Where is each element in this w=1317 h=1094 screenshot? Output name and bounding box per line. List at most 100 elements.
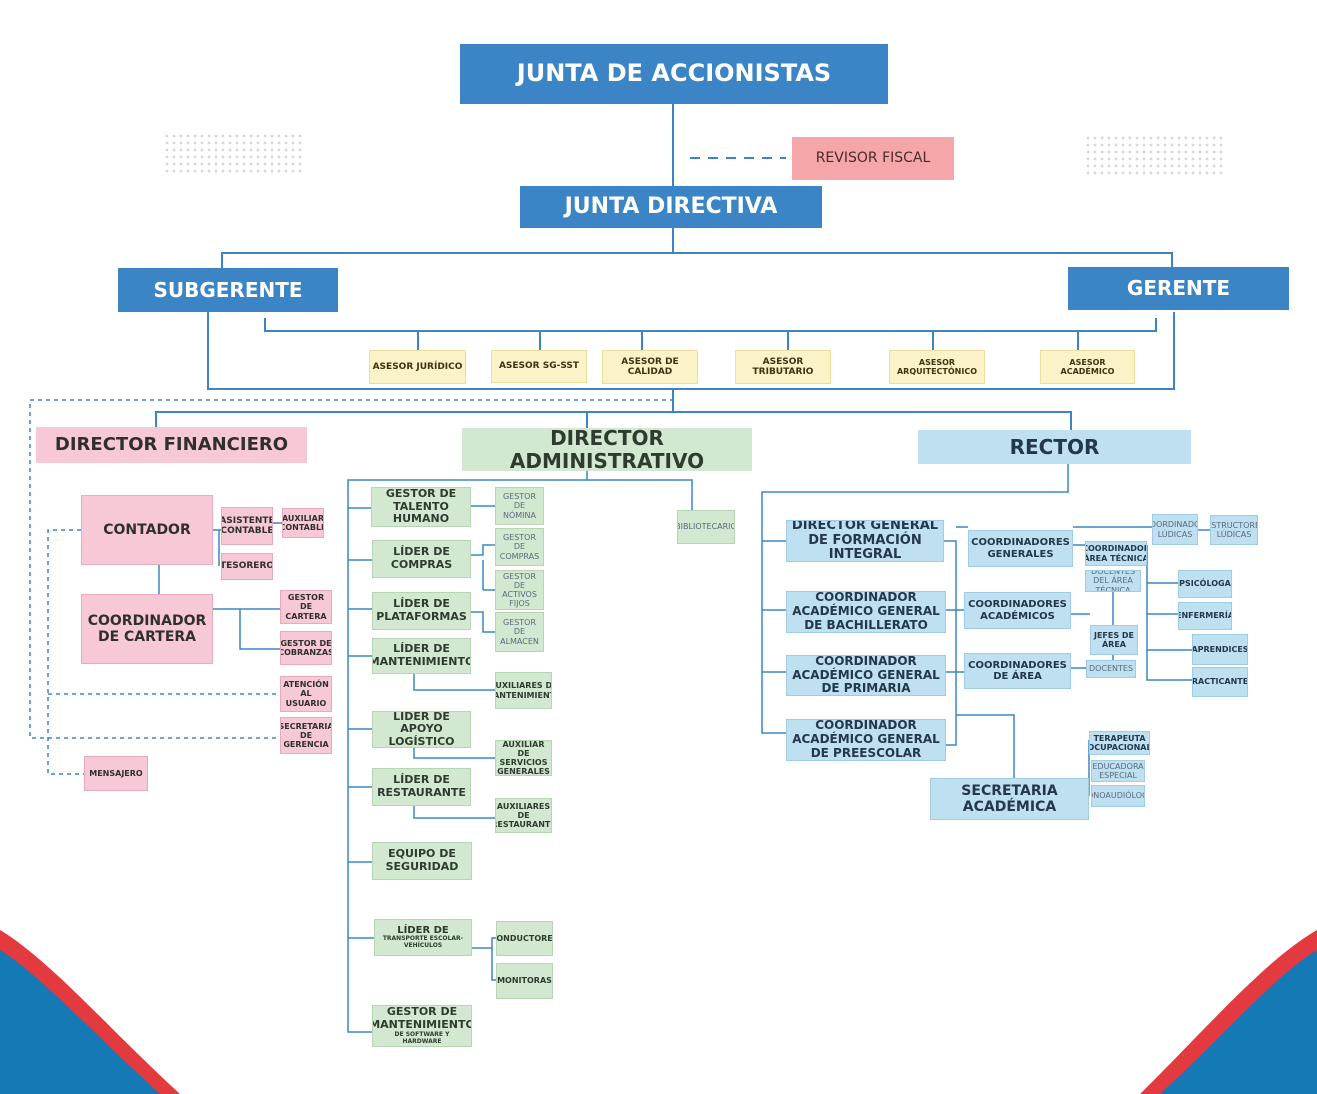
decor-dot: [207, 141, 211, 145]
auxiliares-restaurante-box: AUXILIARES DE RESTAURANTE: [495, 798, 552, 833]
decor-dot: [1107, 143, 1111, 147]
auxiliar-servicios-generales-box: AUXILIAR DE SERVICIOS GENERALES: [495, 740, 552, 776]
decor-dot: [1163, 171, 1167, 175]
decor-dot: [1170, 171, 1174, 175]
decor-dot: [1149, 164, 1153, 168]
decor-dot: [1177, 150, 1181, 154]
decor-dot: [1128, 164, 1132, 168]
decor-dot: [235, 155, 239, 159]
decor-dot: [1100, 171, 1104, 175]
rector-box: RECTOR: [918, 430, 1191, 464]
educadora-especial-box: EDUCADORA ESPECIAL: [1091, 760, 1145, 782]
decor-dot: [228, 148, 232, 152]
decor-dot: [1170, 150, 1174, 154]
decor-dot: [165, 134, 169, 138]
decor-dot: [1219, 136, 1223, 140]
decor-dot: [1170, 157, 1174, 161]
decor-dot: [1135, 164, 1139, 168]
decor-dot: [1142, 164, 1146, 168]
lider-plataformas-box: LÍDER DE PLATAFORMAS: [372, 592, 471, 630]
decor-dot: [270, 148, 274, 152]
decor-dot: [1156, 171, 1160, 175]
decor-dot: [270, 155, 274, 159]
decor-dot: [172, 162, 176, 166]
decor-dot: [298, 141, 302, 145]
decor-dot: [207, 155, 211, 159]
decor-dot: [221, 134, 225, 138]
decor-dot: [165, 169, 169, 173]
director-formacion-box: DIRECTOR GENERAL DE FORMACIÓN INTEGRAL: [786, 520, 944, 562]
decor-dot: [1184, 150, 1188, 154]
decor-dot: [263, 162, 267, 166]
decor-dot: [256, 148, 260, 152]
decor-dot: [249, 141, 253, 145]
decor-dot: [214, 148, 218, 152]
decor-dot: [1163, 143, 1167, 147]
decor-dot: [186, 148, 190, 152]
decor-dot: [1205, 157, 1209, 161]
decor-dot: [263, 141, 267, 145]
decor-dot: [1093, 136, 1097, 140]
decor-dot: [249, 155, 253, 159]
decor-dot: [1114, 157, 1118, 161]
decor-dot: [1107, 150, 1111, 154]
decor-dot: [165, 162, 169, 166]
decor-dot: [1093, 157, 1097, 161]
decor-dot: [1177, 171, 1181, 175]
decor-dot: [1135, 136, 1139, 140]
decor-dot: [1184, 136, 1188, 140]
decor-dot: [256, 169, 260, 173]
coord-bachillerato-box: COORDINADOR ACADÉMICO GENERAL DE BACHILL…: [786, 591, 946, 633]
decor-dot: [291, 169, 295, 173]
decor-dot: [235, 169, 239, 173]
decor-dot: [186, 169, 190, 173]
decor-dot: [1212, 171, 1216, 175]
fonoaudiologa-box: FONOAUDIÓLOGA: [1091, 785, 1145, 807]
decor-dot: [1163, 136, 1167, 140]
decor-dot: [193, 162, 197, 166]
lider-transporte-line1: LÍDER DE: [397, 924, 449, 936]
decor-dot: [1128, 136, 1132, 140]
decor-dot: [235, 141, 239, 145]
decor-dot: [1086, 157, 1090, 161]
decor-dot: [1121, 136, 1125, 140]
decor-dot: [1184, 157, 1188, 161]
dot-grid-right-decoration: [1086, 136, 1223, 175]
decor-dot: [284, 169, 288, 173]
decor-dot: [1156, 143, 1160, 147]
decor-dot: [186, 162, 190, 166]
decor-dot: [1191, 136, 1195, 140]
decor-dot: [1100, 150, 1104, 154]
decor-dot: [1100, 164, 1104, 168]
decor-dot: [1135, 171, 1139, 175]
decor-dot: [249, 162, 253, 166]
subgerente-box: SUBGERENTE: [118, 268, 338, 312]
decor-dot: [1156, 157, 1160, 161]
decor-dot: [270, 169, 274, 173]
decor-dot: [1128, 157, 1132, 161]
lider-apoyo-logistico-box: LÍDER DE APOYO LOGÍSTICO: [372, 711, 471, 748]
decor-dot: [284, 141, 288, 145]
decor-dot: [1086, 143, 1090, 147]
decor-dot: [1107, 171, 1111, 175]
decor-dot: [1212, 164, 1216, 168]
lider-compras-box: LÍDER DE COMPRAS: [372, 540, 471, 578]
decor-dot: [172, 141, 176, 145]
decor-dot: [277, 169, 281, 173]
gestor-nomina-box: GESTOR DE NÓMINA: [495, 487, 544, 525]
decor-dot: [1184, 143, 1188, 147]
decor-dot: [1086, 136, 1090, 140]
decor-dot: [221, 155, 225, 159]
decor-dot: [1184, 164, 1188, 168]
decor-dot: [291, 148, 295, 152]
instructores-ludicas-box: INSTRUCTORES LÚDICAS: [1210, 515, 1258, 545]
lider-transporte-line2: TRANSPORTE ESCOLAR-VEHÍCULOS: [382, 935, 464, 950]
decor-dot: [214, 162, 218, 166]
decor-dot: [235, 148, 239, 152]
decor-dot: [1170, 136, 1174, 140]
decor-dot: [200, 169, 204, 173]
terapeuta-ocupacional-box: TERAPEUTA OCUPACIONAL: [1089, 731, 1150, 755]
decor-dot: [1121, 150, 1125, 154]
decor-dot: [193, 169, 197, 173]
